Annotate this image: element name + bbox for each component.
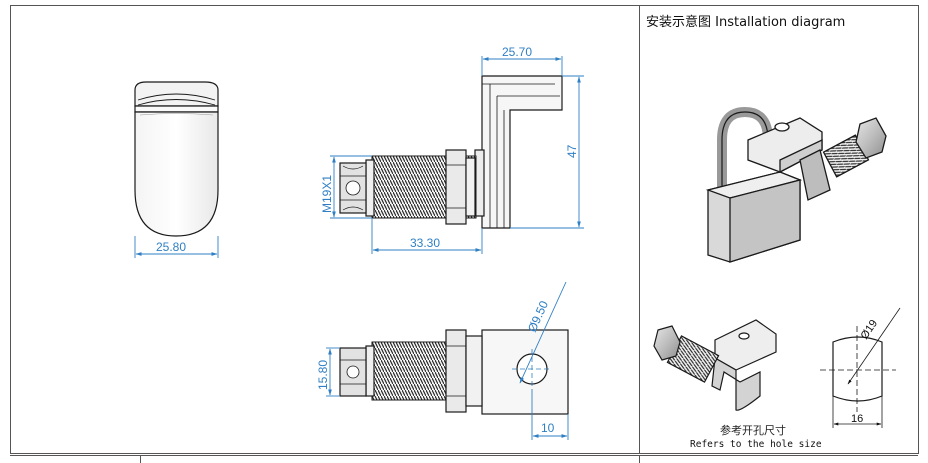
side-top-width-dimension (481, 56, 563, 76)
drawing-frame (10, 5, 919, 463)
side-top-width-label: 25.70 (502, 45, 532, 59)
side-view (339, 75, 563, 229)
bottom-nut-height-dimension (326, 347, 340, 397)
bottom-hole-dimension (519, 281, 567, 384)
side-thread-label: M19X1 (320, 175, 334, 213)
bottom-hole-centerlines (512, 349, 552, 389)
hole-diameter-label: Ø19 (859, 318, 881, 342)
bottom-hole-label: Ø9.50 (525, 298, 551, 334)
installation-hole-diagram (820, 307, 901, 428)
front-width-dimension (134, 236, 219, 258)
installation-title: 安装示意图 Installation diagram (646, 14, 845, 30)
front-width-label: 25.80 (156, 240, 186, 254)
front-view (134, 81, 219, 237)
installation-padlock-illustration (705, 106, 887, 263)
side-shaft-length-label: 33.30 (410, 236, 440, 250)
bottom-nut-height-label: 15.80 (316, 360, 330, 390)
bottom-view (339, 329, 569, 415)
side-height-label: 47 (565, 144, 579, 158)
installation-lock-closeup (653, 319, 777, 411)
bottom-offset-dimension (531, 389, 569, 440)
side-thread-dimension (330, 155, 372, 219)
side-height-dimension (510, 75, 584, 229)
hole-note-english: Refers to the hole size (690, 439, 822, 450)
hole-note-chinese: 参考开孔尺寸 (720, 423, 786, 437)
bottom-offset-label: 10 (541, 421, 555, 435)
hole-width-label: 16 (851, 413, 863, 425)
side-shaft-length-dimension (371, 218, 483, 254)
